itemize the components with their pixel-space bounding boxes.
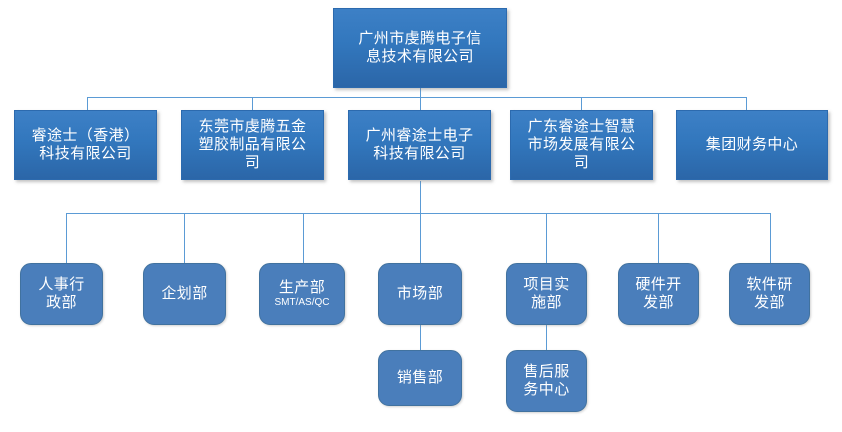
node-subsidiary-guangdong-market[interactable]: 广东睿途士智慧 市场发展有限公 司 <box>510 110 653 180</box>
node-root-company-line-0: 广州市虔腾电子信 <box>358 30 482 48</box>
node-dept-marketing-line-0: 市场部 <box>396 285 444 303</box>
node-subsidiary-guangdong-market-line-0: 广东睿途士智慧 <box>527 118 636 136</box>
node-subsidiary-guangzhou-electronics[interactable]: 广州睿途士电子 科技有限公司 <box>348 110 491 180</box>
connector-root-down <box>420 88 421 98</box>
node-subsidiary-dongguan-line-1: 塑胶制品有限公 <box>198 136 307 154</box>
node-group-finance-center[interactable]: 集团财务中心 <box>676 110 828 180</box>
node-group-finance-center-line-0: 集团财务中心 <box>705 136 799 154</box>
node-dept-software-development[interactable]: 软件研 发部 <box>729 263 810 325</box>
connector-tier3-drop-2 <box>184 213 185 263</box>
node-subsidiary-hongkong-line-1: 科技有限公司 <box>39 145 132 162</box>
connector-tier3-drop-4 <box>420 213 421 263</box>
node-dept-production-subtitle: SMT/AS/QC <box>274 297 330 309</box>
node-dept-software-development-line-1: 发部 <box>754 294 785 311</box>
node-dept-software-development-line-0: 软件研 <box>746 276 793 294</box>
node-root-company[interactable]: 广州市虔腾电子信 息技术有限公司 <box>333 8 507 88</box>
node-subsidiary-guangdong-market-line-1: 市场发展有限公 <box>527 136 636 154</box>
connector-tier2-drop-4 <box>581 97 582 110</box>
node-dept-planning[interactable]: 企划部 <box>143 263 226 325</box>
connector-tier2-drop-3 <box>420 97 421 110</box>
node-dept-after-sales-service-center-line-1: 务中心 <box>523 381 570 398</box>
connector-tier2-drop-5 <box>746 97 747 110</box>
connector-tier3-drop-7 <box>770 213 771 263</box>
node-dept-planning-line-0: 企划部 <box>161 285 208 303</box>
node-subsidiary-dongguan-line-2: 司 <box>244 153 261 171</box>
node-dept-hr-admin-line-0: 人事行 <box>38 276 85 294</box>
node-dept-after-sales-service-center-line-0: 售后服 <box>523 363 570 381</box>
connector-tier3-stem <box>420 181 421 213</box>
node-root-company-line-1: 息技术有限公司 <box>366 48 474 65</box>
connector-tier2-bus <box>87 97 746 98</box>
node-dept-sales-line-0: 销售部 <box>396 369 444 387</box>
node-subsidiary-dongguan[interactable]: 东莞市虔腾五金 塑胶制品有限公 司 <box>181 110 324 180</box>
connector-tier2-drop-2 <box>252 97 253 110</box>
connector-tier4-drop-1 <box>420 325 421 350</box>
node-dept-hardware-development-line-1: 发部 <box>643 294 674 311</box>
node-subsidiary-guangdong-market-line-2: 司 <box>573 153 590 171</box>
node-dept-project-implementation-line-1: 施部 <box>531 294 562 311</box>
connector-tier3-bus <box>66 213 771 214</box>
node-dept-hr-admin[interactable]: 人事行 政部 <box>20 263 103 325</box>
connector-tier3-drop-5 <box>546 213 547 263</box>
node-dept-production[interactable]: 生产部 SMT/AS/QC <box>259 263 345 325</box>
node-subsidiary-dongguan-line-0: 东莞市虔腾五金 <box>198 118 307 136</box>
connector-tier3-drop-6 <box>658 213 659 263</box>
node-subsidiary-guangzhou-electronics-line-1: 科技有限公司 <box>373 145 466 162</box>
connector-tier3-drop-3 <box>303 213 304 263</box>
node-dept-marketing[interactable]: 市场部 <box>378 263 462 325</box>
node-dept-project-implementation[interactable]: 项目实 施部 <box>506 263 587 325</box>
node-dept-hardware-development-line-0: 硬件开 <box>635 276 682 294</box>
node-dept-sales[interactable]: 销售部 <box>378 350 462 406</box>
node-dept-hr-admin-line-1: 政部 <box>46 294 77 311</box>
node-dept-hardware-development[interactable]: 硬件开 发部 <box>618 263 699 325</box>
node-dept-project-implementation-line-0: 项目实 <box>523 276 570 294</box>
connector-tier2-drop-1 <box>87 97 88 110</box>
node-dept-production-line-0: 生产部 <box>278 278 326 296</box>
node-subsidiary-hongkong[interactable]: 睿途士（香港） 科技有限公司 <box>14 110 157 180</box>
node-subsidiary-hongkong-line-0: 睿途士（香港） <box>31 127 140 145</box>
connector-tier4-drop-2 <box>546 325 547 350</box>
node-subsidiary-guangzhou-electronics-line-0: 广州睿途士电子 <box>365 127 474 145</box>
node-dept-after-sales-service-center[interactable]: 售后服 务中心 <box>506 350 587 412</box>
connector-tier3-drop-1 <box>66 213 67 263</box>
